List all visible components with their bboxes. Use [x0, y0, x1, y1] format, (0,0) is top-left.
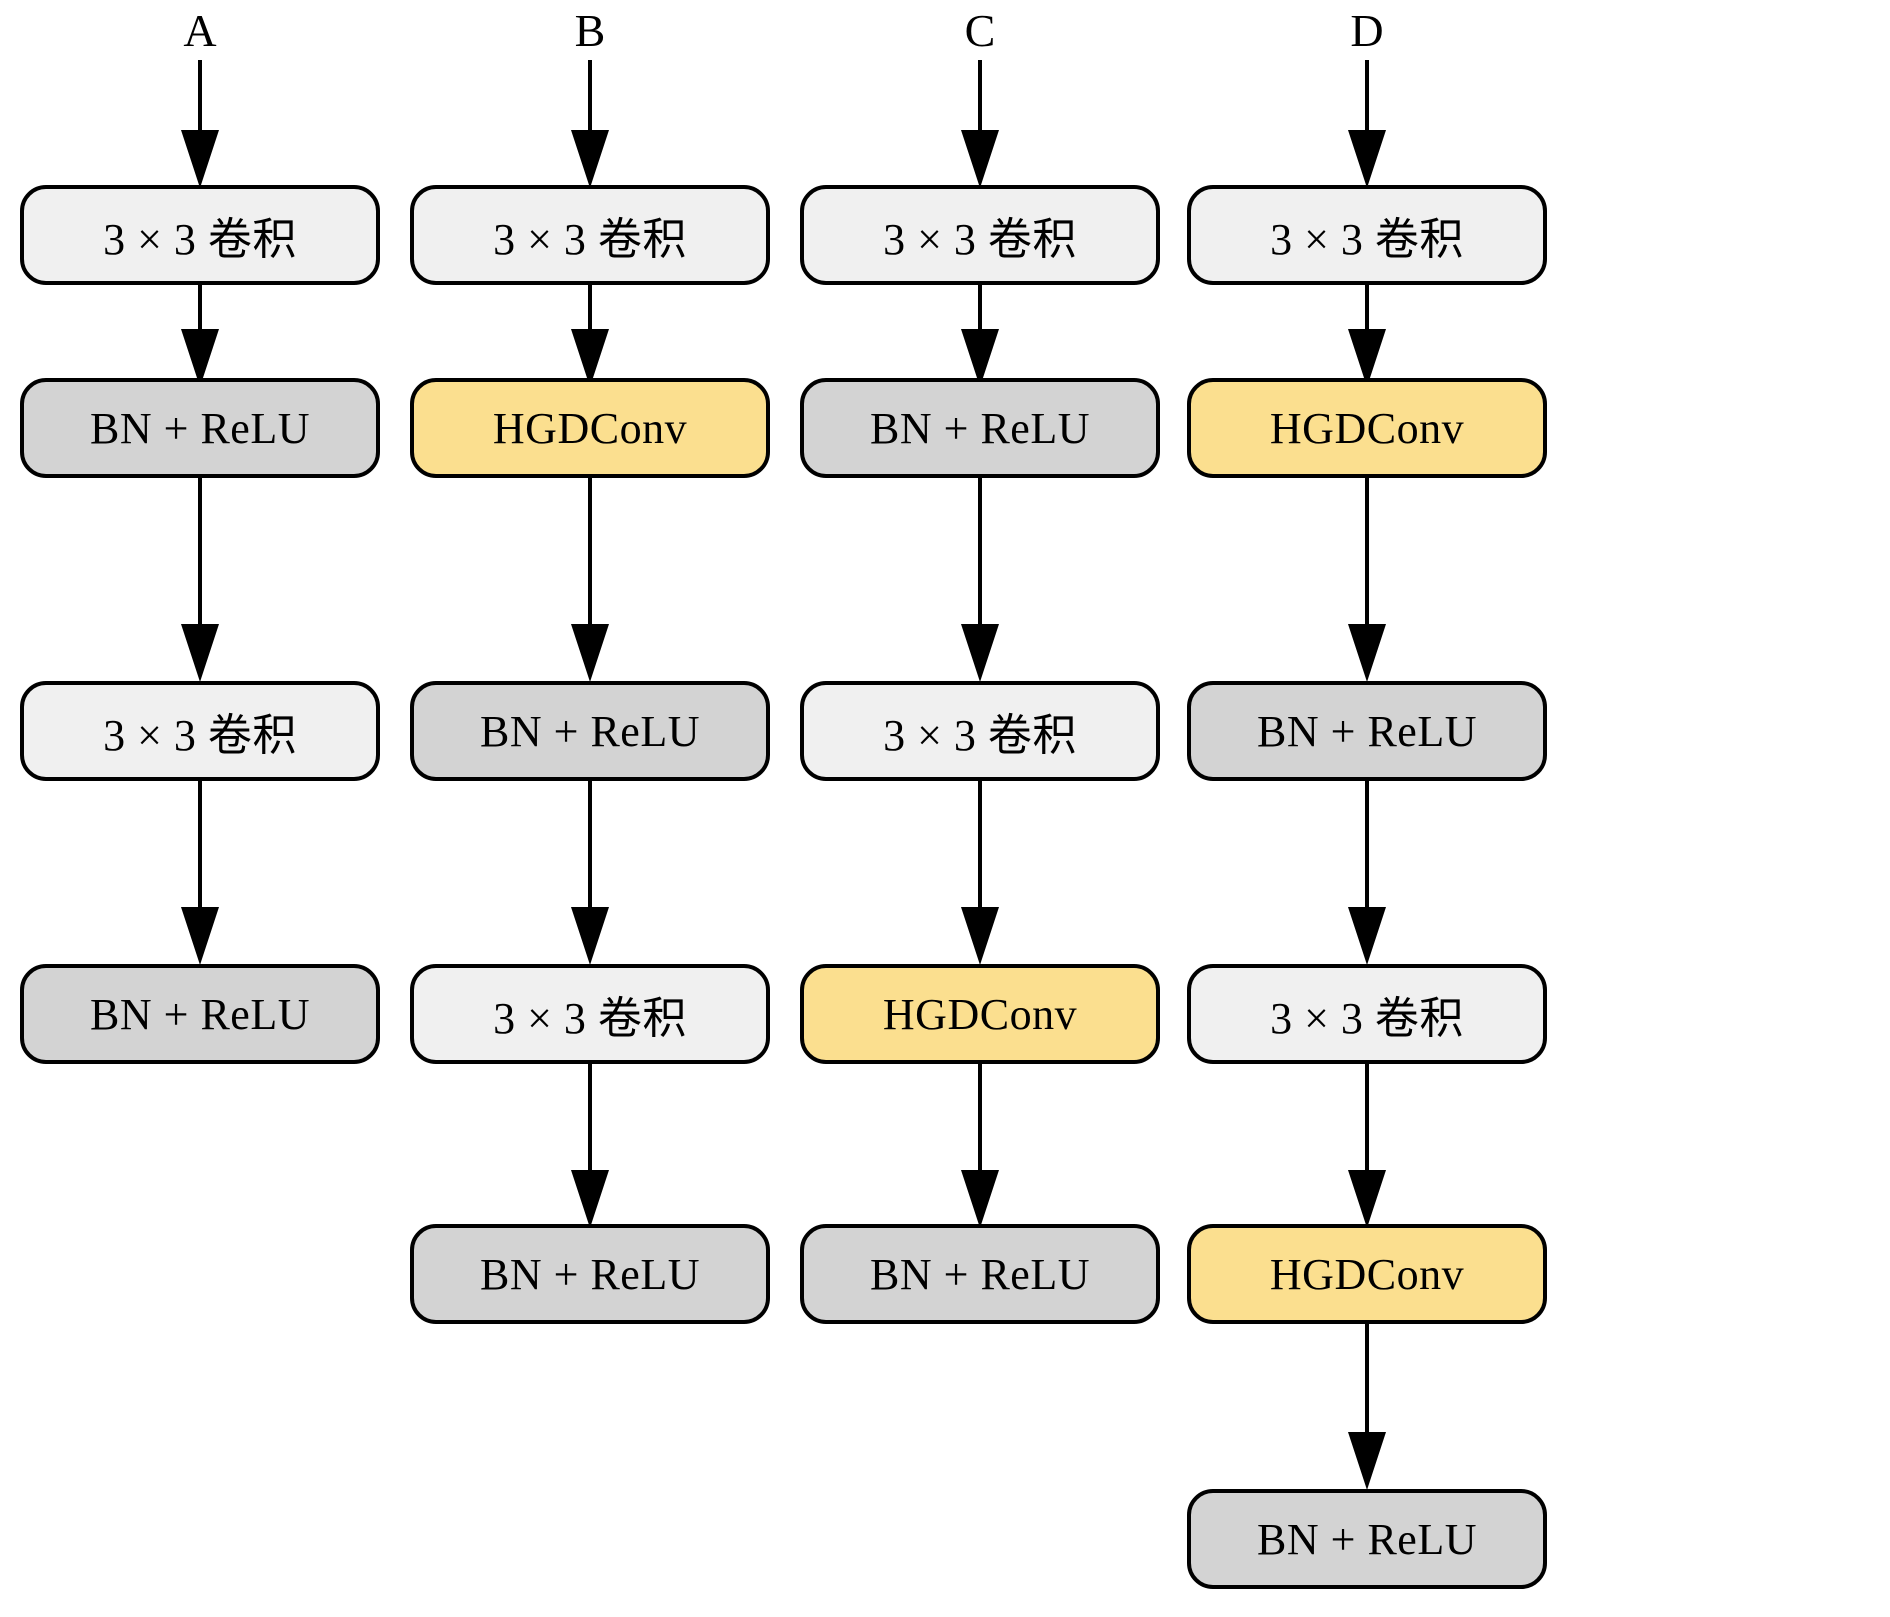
node-d4-conv[interactable]: 3 × 3 卷积: [1187, 964, 1547, 1064]
arrow-shaft: [1365, 781, 1369, 911]
arrow-shaft: [1365, 285, 1369, 333]
edge-a1-a2: [165, 285, 235, 387]
node-d1-conv[interactable]: 3 × 3 卷积: [1187, 185, 1547, 285]
entry-arrow-c: [945, 60, 1015, 188]
edge-c4-c5: [945, 1064, 1015, 1228]
column-label-d: D: [1350, 5, 1384, 56]
arrow-head: [181, 624, 219, 682]
arrow-shaft: [198, 478, 202, 628]
arrow-head: [181, 130, 219, 188]
arrow-shaft: [978, 781, 982, 911]
node-a2-bn-relu[interactable]: BN + ReLU: [20, 378, 380, 478]
arrow-head: [961, 624, 999, 682]
arrow-shaft: [198, 285, 202, 333]
edge-c3-c4: [945, 781, 1015, 966]
column-label-b: B: [574, 5, 606, 56]
arrow-head: [571, 329, 609, 387]
node-c2-bn-relu[interactable]: BN + ReLU: [800, 378, 1160, 478]
arrow-head: [571, 130, 609, 188]
arrow-head: [961, 1170, 999, 1228]
arrow-head: [571, 624, 609, 682]
arrow-shaft: [1365, 60, 1369, 134]
arrow-head: [1348, 624, 1386, 682]
arrow-head: [961, 130, 999, 188]
node-a3-conv[interactable]: 3 × 3 卷积: [20, 681, 380, 781]
arrow-head: [1348, 907, 1386, 965]
node-b4-conv[interactable]: 3 × 3 卷积: [410, 964, 770, 1064]
node-a1-conv[interactable]: 3 × 3 卷积: [20, 185, 380, 285]
arrow-head: [1348, 130, 1386, 188]
edge-d5-d6: [1332, 1324, 1402, 1490]
arrow-shaft: [978, 478, 982, 628]
arrow-head: [181, 907, 219, 965]
arrow-shaft: [198, 781, 202, 911]
column-label-a: A: [183, 5, 217, 56]
edge-d1-d2: [1332, 285, 1402, 387]
entry-arrow-d: [1332, 60, 1402, 188]
node-b2-hgdconv[interactable]: HGDConv: [410, 378, 770, 478]
entry-arrow-a: [165, 60, 235, 188]
arrow-head: [181, 329, 219, 387]
node-a4-bn-relu[interactable]: BN + ReLU: [20, 964, 380, 1064]
entry-arrow-b: [555, 60, 625, 188]
arrow-head: [1348, 1170, 1386, 1228]
node-b5-bn-relu[interactable]: BN + ReLU: [410, 1224, 770, 1324]
edge-b1-b2: [555, 285, 625, 387]
node-b1-conv[interactable]: 3 × 3 卷积: [410, 185, 770, 285]
arrow-shaft: [1365, 478, 1369, 628]
edge-c1-c2: [945, 285, 1015, 387]
edge-b3-b4: [555, 781, 625, 966]
arrow-head: [961, 329, 999, 387]
node-d6-bn-relu[interactable]: BN + ReLU: [1187, 1489, 1547, 1589]
arrow-shaft: [978, 60, 982, 134]
arrow-head: [961, 907, 999, 965]
arrow-shaft: [978, 285, 982, 333]
edge-d4-d5: [1332, 1064, 1402, 1228]
arrow-shaft: [1365, 1064, 1369, 1174]
arrow-head: [571, 1170, 609, 1228]
arrow-shaft: [978, 1064, 982, 1174]
arrow-shaft: [588, 285, 592, 333]
arrow-shaft: [588, 1064, 592, 1174]
node-c5-bn-relu[interactable]: BN + ReLU: [800, 1224, 1160, 1324]
edge-a3-a4: [165, 781, 235, 966]
edge-d2-d3: [1332, 478, 1402, 683]
arrow-head: [1348, 329, 1386, 387]
edge-b4-b5: [555, 1064, 625, 1228]
arrow-shaft: [588, 478, 592, 628]
arrow-shaft: [198, 60, 202, 134]
node-c1-conv[interactable]: 3 × 3 卷积: [800, 185, 1160, 285]
arrow-shaft: [588, 60, 592, 134]
edge-b2-b3: [555, 478, 625, 683]
node-b3-bn-relu[interactable]: BN + ReLU: [410, 681, 770, 781]
node-d2-hgdconv[interactable]: HGDConv: [1187, 378, 1547, 478]
arrow-shaft: [1365, 1324, 1369, 1436]
node-c4-hgdconv[interactable]: HGDConv: [800, 964, 1160, 1064]
node-d3-bn-relu[interactable]: BN + ReLU: [1187, 681, 1547, 781]
node-c3-conv[interactable]: 3 × 3 卷积: [800, 681, 1160, 781]
arrow-shaft: [588, 781, 592, 911]
arrow-head: [1348, 1432, 1386, 1490]
node-d5-hgdconv[interactable]: HGDConv: [1187, 1224, 1547, 1324]
edge-a2-a3: [165, 478, 235, 683]
arrow-head: [571, 907, 609, 965]
edge-c2-c3: [945, 478, 1015, 683]
column-label-c: C: [964, 5, 996, 56]
edge-d3-d4: [1332, 781, 1402, 966]
